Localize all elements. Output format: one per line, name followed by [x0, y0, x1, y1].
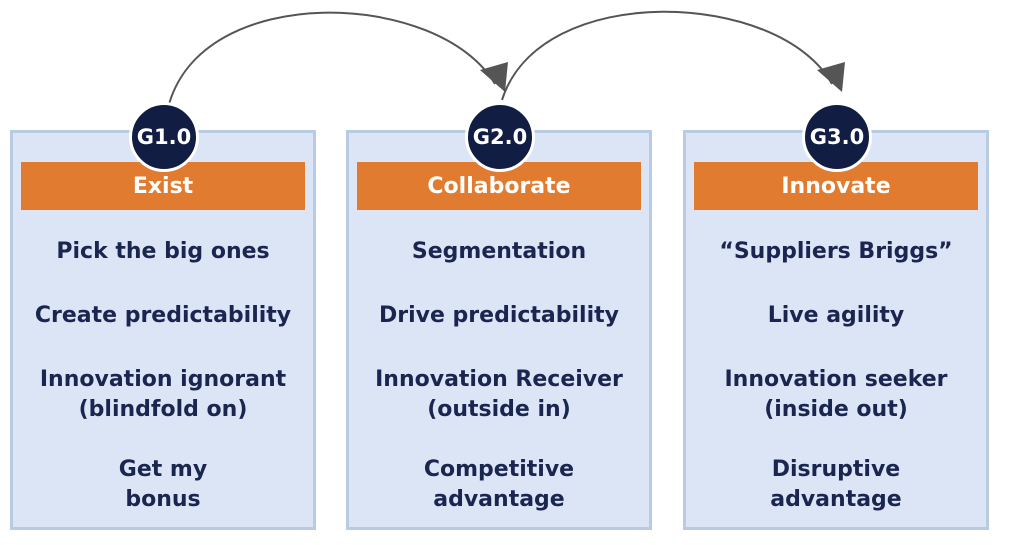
generation-badge-g2: G2.0 [465, 102, 535, 172]
stage-item: Innovation ignorant (blindfold on) [39, 367, 287, 422]
stage-item: Live agility [767, 303, 905, 328]
stage-item-list: “Suppliers Briggs” Live agility Innovati… [686, 237, 986, 545]
arrow-g2-to-g3-head [817, 62, 845, 92]
stage-item: Innovation seeker (inside out) [724, 367, 948, 422]
generation-badge-g3: G3.0 [802, 102, 872, 172]
stage-card-g3: Innovate “Suppliers Briggs” Live agility… [683, 130, 989, 530]
stage-card-g2: Collaborate Segmentation Drive predictab… [346, 130, 652, 530]
stage-card-g1: Exist Pick the big ones Create predictab… [10, 130, 316, 530]
stage-item: Pick the big ones [56, 239, 270, 264]
stage-item: Create predictability [34, 303, 292, 328]
stage-item: Innovation Receiver (outside in) [375, 367, 623, 422]
arrow-g2-to-g3 [501, 10, 833, 101]
stage-item: Disruptive advantage [770, 457, 902, 512]
stage-item: Segmentation [411, 239, 587, 264]
arrow-g1-to-g2-head [480, 62, 508, 92]
stage-item-list: Pick the big ones Create predictability … [13, 237, 313, 545]
stage-item-list: Segmentation Drive predictability Innova… [349, 237, 649, 545]
stage-item: “Suppliers Briggs” [719, 239, 953, 264]
stage-item: Competitive advantage [423, 457, 575, 512]
arrow-g1-to-g2 [167, 11, 496, 109]
stage-item: Get my bonus [118, 457, 208, 512]
generation-badge-g1: G1.0 [129, 102, 199, 172]
stage-item: Drive predictability [378, 303, 619, 328]
